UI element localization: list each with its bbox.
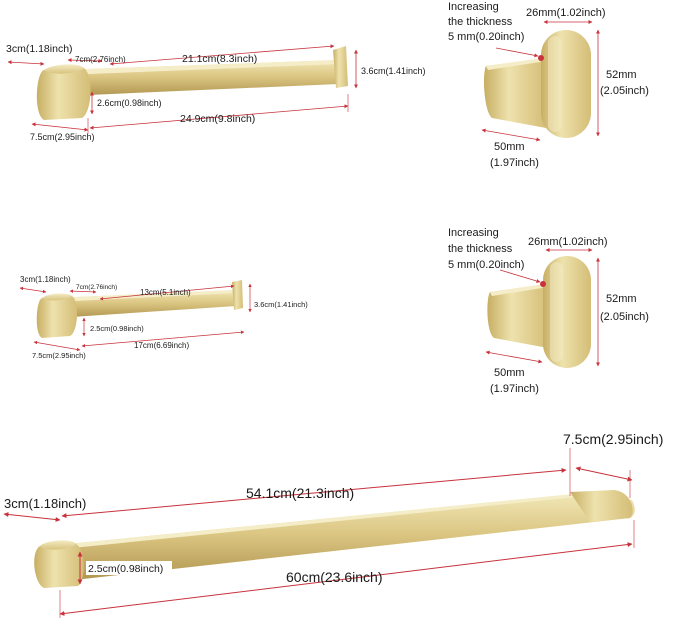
- small-holder-arm-offset-label: 7cm(2.76inch): [76, 284, 117, 291]
- small-holder-inner-length-label: 13cm(5.1inch): [140, 288, 191, 297]
- hook-top-note-line2: the thickness: [448, 16, 513, 28]
- hook-bottom-note-line1: Increasing: [448, 227, 499, 239]
- small-holder-lip-height-label: 3.6cm(1.41inch): [254, 300, 308, 309]
- small-holder-depth-label: 3cm(1.18inch): [20, 275, 71, 284]
- hook-bottom-height-mm-label: 52mm: [606, 293, 637, 305]
- hook-bottom-arm: [487, 284, 548, 348]
- towel-bar-inner-length-label: 54.1cm(21.3inch): [246, 485, 354, 501]
- towel-bar-right-end: [570, 490, 633, 522]
- large-paper-holder: 3cm(1.18inch) 7cm(2.76inch) 21.1cm(8.3in…: [6, 43, 426, 142]
- hook-top-depth-in-label: (1.97inch): [490, 157, 539, 169]
- hook-bottom-height-in-label: (2.05inch): [600, 311, 649, 323]
- small-holder-thickness-label: 2.5cm(0.98inch): [90, 324, 144, 333]
- towel-bar: 7.5cm(2.95inch) 3cm(1.18inch) 54.1cm(21.…: [3, 431, 663, 618]
- hook-top-depth-mm-label: 50mm: [494, 141, 525, 153]
- hook-top-arm: [484, 58, 546, 128]
- small-holder-total-length-label: 17cm(6.69inch): [134, 341, 189, 350]
- hook-top-note-line1: Increasing: [448, 1, 499, 13]
- robe-hook-bottom: Increasing the thickness 5 mm(0.20inch) …: [448, 227, 649, 395]
- hook-top-height-in-label: (2.05inch): [600, 85, 649, 97]
- large-holder-total-length-label: 24.9cm(9.8inch): [180, 113, 255, 125]
- large-holder-base: [36, 68, 91, 120]
- hook-top-height-mm-label: 52mm: [606, 69, 637, 81]
- towel-bar-end-width-label: 7.5cm(2.95inch): [563, 431, 663, 447]
- large-holder-lip-height-label: 3.6cm(1.41inch): [361, 66, 426, 76]
- hook-bottom-thickness-marker: [540, 281, 546, 287]
- large-holder-arm-offset-label: 7cm(2.76inch): [75, 55, 126, 64]
- robe-hook-top: Increasing the thickness 5 mm(0.20inch) …: [448, 1, 649, 169]
- small-paper-holder: 3cm(1.18inch) 7cm(2.76inch) 13cm(5.1inch…: [19, 275, 308, 360]
- towel-bar-depth-label: 3cm(1.18inch): [4, 496, 86, 511]
- hook-bottom-note-line2: the thickness: [448, 243, 513, 255]
- large-holder-base-width-label: 7.5cm(2.95inch): [30, 132, 95, 142]
- towel-bar-total-length-label: 60cm(23.6inch): [286, 569, 383, 585]
- hook-bottom-width-label: 26mm(1.02inch): [528, 236, 607, 248]
- hook-top-width-label: 26mm(1.02inch): [526, 7, 605, 19]
- small-holder-base: [36, 296, 78, 338]
- small-holder-base-width-label: 7.5cm(2.95inch): [32, 351, 86, 360]
- large-holder-inner-length-label: 21.1cm(8.3inch): [182, 53, 257, 65]
- hook-bottom-note-line3: 5 mm(0.20inch): [448, 259, 524, 271]
- large-holder-depth-label: 3cm(1.18inch): [6, 43, 73, 55]
- hook-top-thickness-marker: [538, 55, 544, 61]
- hook-top-note-line3: 5 mm(0.20inch): [448, 31, 524, 43]
- large-holder-thickness-label: 2.6cm(0.98inch): [97, 98, 162, 108]
- towel-bar-left-end: [34, 544, 84, 588]
- large-holder-lip: [333, 46, 348, 88]
- small-holder-lip: [232, 280, 243, 310]
- hook-bottom-depth-mm-label: 50mm: [494, 367, 525, 379]
- hook-bottom-depth-in-label: (1.97inch): [490, 383, 539, 395]
- towel-bar-thickness-label: 2.5cm(0.98inch): [88, 563, 163, 575]
